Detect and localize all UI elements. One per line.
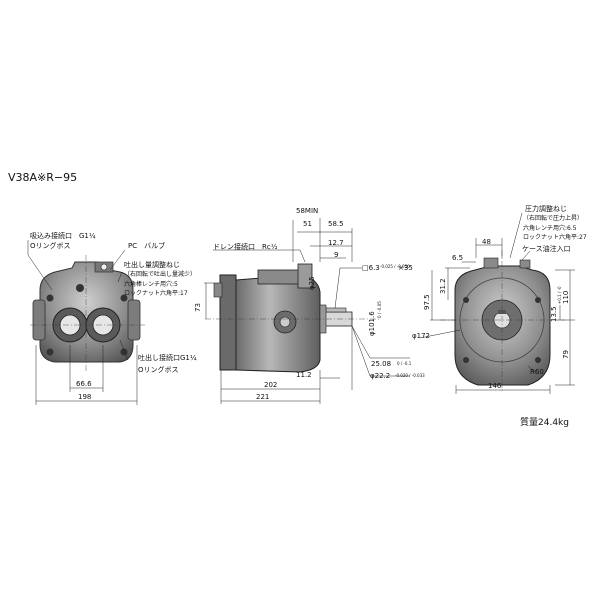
rear-lock-nut: ロックナット六角平:27 <box>523 234 587 241</box>
side-dim-phi101-6: φ101.6 <box>368 311 376 336</box>
rear-dim-phi172: φ172 <box>412 332 430 340</box>
rear-dim-79: 79 <box>562 350 570 359</box>
side-dim-phi25: φ25 <box>308 276 316 290</box>
rear-dim-146: 146 <box>488 382 502 390</box>
side-dim-51: 51 <box>303 220 312 228</box>
rear-dim-110: 110 <box>562 290 570 304</box>
side-dim-58-5: 58.5 <box>328 220 344 228</box>
side-dim-phi22-2: φ22.2 <box>370 372 391 380</box>
front-pc-valve: PC バルブ <box>128 242 166 250</box>
rear-hex-wrench: 六角レンチ用穴:6.5 <box>523 225 577 232</box>
front-hex-wrench: 六角棒レンチ用穴:5 <box>124 281 178 288</box>
rear-pressure-note: （右回転で圧力上昇） <box>523 215 584 222</box>
side-dim-25-08-tol: 0 / -0.1 <box>397 361 412 366</box>
front-discharge-oring: Oリングボス <box>138 366 179 374</box>
mass-label: 質量24.4kg <box>520 418 569 428</box>
side-dim-202: 202 <box>264 381 278 389</box>
rear-dim-6-5: 6.5 <box>452 254 464 262</box>
front-view-leaders <box>27 240 138 405</box>
side-key: □6.3 <box>362 264 380 272</box>
rear-dim-13-5: 13.5 <box>550 306 558 322</box>
side-view-leaders <box>204 218 410 404</box>
side-drain-port: ドレン接続口 Rc½ <box>213 243 278 251</box>
side-view-pump <box>205 263 380 373</box>
front-suction-oring: Oリングボス <box>30 242 71 250</box>
side-dim-73: 73 <box>194 303 202 312</box>
rear-case-port: ケース油注入口 <box>522 245 571 253</box>
front-dim-198: 198 <box>78 393 92 401</box>
front-adjust-note: （右回転で吐出し量減少） <box>124 271 197 278</box>
front-adjust-screw: 吐出し量調整ねじ <box>124 261 180 269</box>
model-title: V38A※R−95 <box>8 171 78 184</box>
side-key-tol: -0.025 / -0.050 <box>380 264 410 269</box>
side-dim-25-08: 25.08 <box>371 360 392 368</box>
side-dim-58min: 58MIN <box>296 207 319 215</box>
front-view-pump <box>30 255 145 372</box>
side-key-len: ×35 <box>398 264 413 272</box>
rear-dim-31-2: 31.2 <box>439 278 447 294</box>
rear-view-leaders <box>419 212 575 394</box>
side-dim-9: 9 <box>334 251 339 259</box>
side-dim-phi101-6-tol: 0 / -0.05 <box>377 301 382 318</box>
front-suction-port: 吸込み接続口 G1¼ <box>30 232 96 240</box>
side-dim-12-7: 12.7 <box>328 239 344 247</box>
side-dim-221: 221 <box>256 393 270 401</box>
front-discharge-port: 吐出し接続口G1¼ <box>138 354 197 362</box>
rear-dim-R60: R60 <box>530 368 544 376</box>
rear-dim-97-5: 97.5 <box>423 294 431 310</box>
rear-view-pump <box>440 250 565 392</box>
rear-pressure-screw: 圧力調整ねじ <box>525 205 567 213</box>
rear-dim-48: 48 <box>482 238 491 246</box>
side-dim-11-2: 11.2 <box>296 371 312 379</box>
front-lock-nut: ロックナット六角平:17 <box>124 290 188 297</box>
front-dim-66-6: 66.6 <box>76 380 92 388</box>
side-dim-phi22-2-tol: -0.020 / -0.033 <box>395 373 425 378</box>
